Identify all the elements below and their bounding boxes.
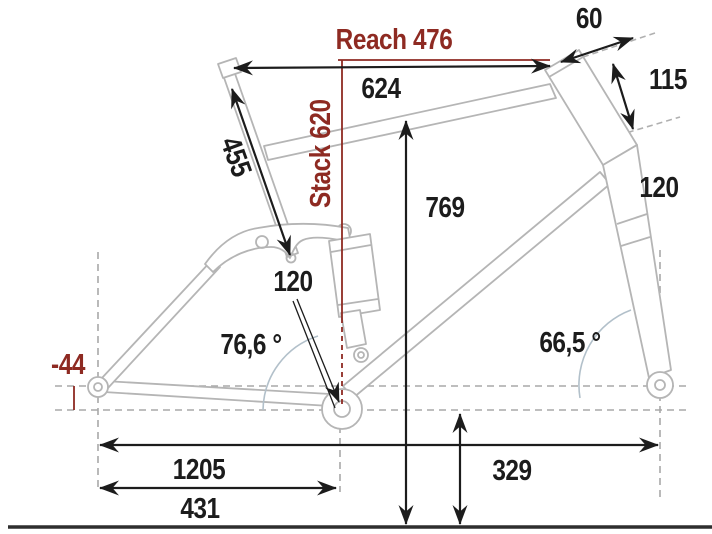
seat-stay <box>100 259 221 389</box>
top-tube-length-arrow <box>233 58 551 76</box>
fork-crown-line <box>616 213 648 225</box>
head-tube-length-label: 115 <box>649 63 688 95</box>
shock-top-cap-line <box>330 244 372 253</box>
standover-height-label: 769 <box>425 191 464 223</box>
shock-bottom-cap-line <box>337 298 379 306</box>
seat-axis-line-right <box>296 298 340 403</box>
fork-travel-label: 120 <box>639 171 678 203</box>
head-tube-length-arrow <box>611 63 635 130</box>
rear-dropout <box>87 376 109 398</box>
down-tube <box>342 171 611 399</box>
seat-tube-pivot <box>285 252 297 264</box>
dimension-lines <box>99 36 659 525</box>
head-tube <box>544 49 638 166</box>
stem-length-label: 60 <box>576 2 602 34</box>
seat-angle-arc <box>262 335 319 411</box>
seat-angle-label: 76,6 ° <box>220 328 281 360</box>
bb-height-label: 329 <box>492 454 531 486</box>
fork <box>602 144 672 379</box>
fork-dropout <box>646 371 674 399</box>
rear-travel-label: 120 <box>273 265 312 297</box>
stack-label: Stack 620 <box>304 99 336 208</box>
rear-shock <box>328 233 381 318</box>
shock-lower-mount <box>353 347 369 363</box>
head-angle-label: 66,5 ° <box>539 326 600 358</box>
head-angle-arc <box>578 309 632 399</box>
fork-stanchion-line <box>620 236 651 247</box>
seat-tube-length-arrow <box>230 88 292 256</box>
stem-length-arrow <box>560 36 634 64</box>
shock-lower-mount-bolt <box>357 351 365 359</box>
stem-top-extension-dashed-line <box>582 32 656 58</box>
shock-clevis <box>340 309 367 349</box>
chainstay-length-label: 431 <box>180 492 220 524</box>
bb-drop-label: -44 <box>51 348 85 380</box>
wheelbase-label: 1205 <box>173 453 226 485</box>
chain-stay <box>103 380 331 407</box>
top-tube-length-label: 624 <box>361 72 401 104</box>
rear-axle <box>93 382 103 392</box>
bike-frame <box>87 49 674 430</box>
reach-label: Reach 476 <box>336 23 453 55</box>
front-axle <box>654 379 666 391</box>
